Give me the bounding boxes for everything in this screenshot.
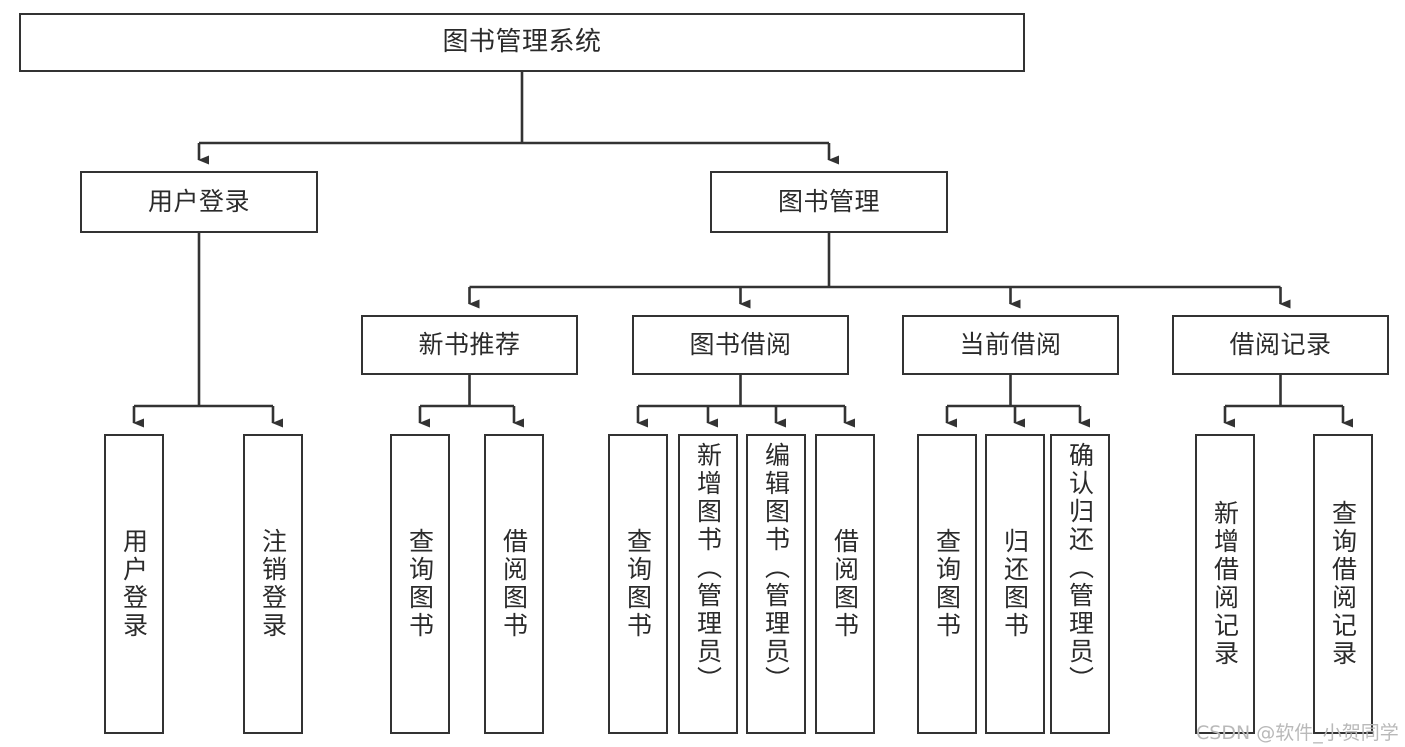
node-user-login[interactable]: 用户登录 [80, 171, 318, 233]
node-leaf-borrow-book-1[interactable]: 借阅图书 [484, 434, 544, 734]
node-new-book-rec[interactable]: 新书推荐 [361, 315, 578, 375]
node-leaf-query-record[interactable]: 查询借阅记录 [1313, 434, 1373, 734]
node-label: 图书管理 [777, 187, 880, 217]
node-leaf-add-record[interactable]: 新增借阅记录 [1195, 434, 1255, 734]
node-label: 用户登录 [119, 528, 149, 640]
node-root[interactable]: 图书管理系统 [19, 13, 1025, 72]
node-leaf-logout[interactable]: 注销登录 [243, 434, 303, 734]
node-borrow-record[interactable]: 借阅记录 [1172, 315, 1389, 375]
node-label: 图书管理系统 [442, 27, 602, 58]
node-label: 查询图书 [932, 528, 962, 640]
node-label: 借阅记录 [1229, 330, 1332, 360]
node-leaf-add-book[interactable]: 新增图书（管理员） [678, 434, 738, 734]
node-label: 注销登录 [258, 528, 288, 640]
node-book-borrow[interactable]: 图书借阅 [632, 315, 849, 375]
node-label: 新书推荐 [418, 330, 521, 360]
node-leaf-query-book-2[interactable]: 查询图书 [608, 434, 668, 734]
node-leaf-query-book-3[interactable]: 查询图书 [917, 434, 977, 734]
node-current-borrow[interactable]: 当前借阅 [902, 315, 1119, 375]
node-label: 借阅图书 [830, 528, 860, 640]
node-leaf-query-book-1[interactable]: 查询图书 [390, 434, 450, 734]
node-leaf-return-book[interactable]: 归还图书 [985, 434, 1045, 734]
node-label: 归还图书 [1000, 528, 1030, 640]
node-label: 查询图书 [623, 528, 653, 640]
node-label: 编辑图书（管理员） [761, 442, 791, 694]
watermark: CSDN @软件_小贺同学 [1196, 722, 1399, 744]
node-label: 图书借阅 [689, 330, 792, 360]
node-label: 查询借阅记录 [1328, 500, 1358, 668]
node-label: 新增借阅记录 [1210, 500, 1240, 668]
node-label: 用户登录 [147, 187, 250, 217]
node-label: 查询图书 [405, 528, 435, 640]
node-label: 新增图书（管理员） [693, 442, 723, 694]
node-leaf-user-login[interactable]: 用户登录 [104, 434, 164, 734]
node-leaf-edit-book[interactable]: 编辑图书（管理员） [746, 434, 806, 734]
node-label: 当前借阅 [959, 330, 1062, 360]
node-book-manage[interactable]: 图书管理 [710, 171, 948, 233]
node-leaf-confirm-return[interactable]: 确认归还（管理员） [1050, 434, 1110, 734]
node-label: 确认归还（管理员） [1065, 442, 1095, 694]
node-label: 借阅图书 [499, 528, 529, 640]
node-leaf-borrow-book-2[interactable]: 借阅图书 [815, 434, 875, 734]
